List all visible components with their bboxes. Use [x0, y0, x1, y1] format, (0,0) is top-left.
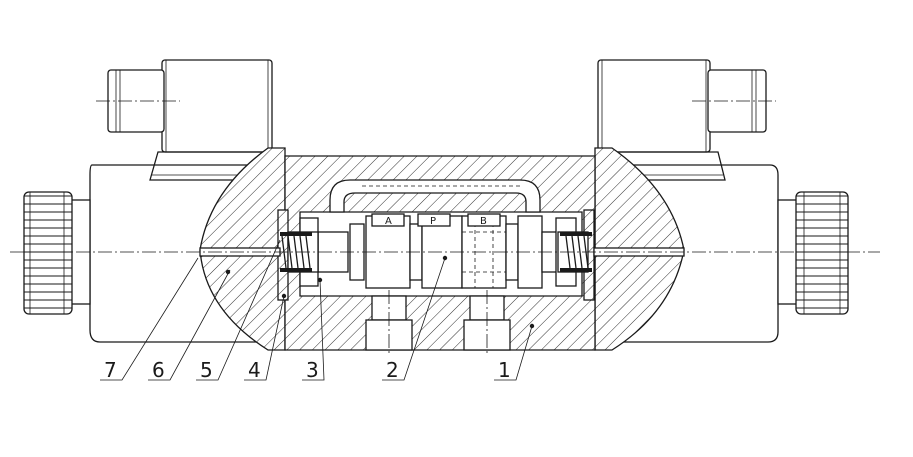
left-coil-connector [96, 59, 283, 181]
callout-numbers: 7 6 5 4 3 2 1 [104, 358, 511, 382]
callout-leaders [100, 239, 535, 381]
callout-1: 1 [498, 358, 511, 382]
port-label-b: B [480, 216, 487, 227]
callout-7: 7 [104, 358, 117, 382]
left-override-knob [23, 191, 91, 315]
port-labels: A P B [371, 213, 501, 227]
callout-4: 4 [248, 358, 261, 382]
right-coil-connector [591, 59, 776, 181]
port-label-a: A [385, 216, 392, 227]
callout-3: 3 [306, 358, 319, 382]
callout-2: 2 [386, 358, 399, 382]
port-label-p: P [430, 216, 436, 227]
right-override-knob [777, 191, 849, 315]
callout-6: 6 [152, 358, 165, 382]
callout-5: 5 [200, 358, 213, 382]
